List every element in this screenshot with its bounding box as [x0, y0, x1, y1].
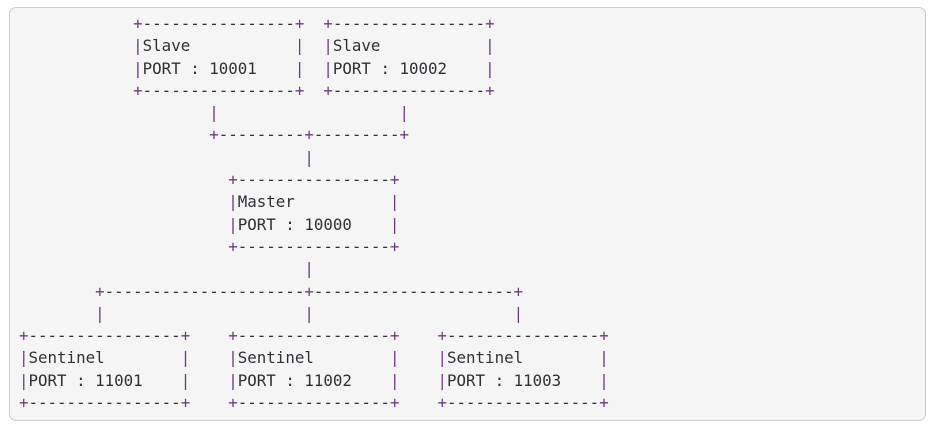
code-block: +----------------+ +----------------+ |S…: [9, 7, 926, 421]
ascii-diagram: +----------------+ +----------------+ |S…: [19, 14, 609, 413]
